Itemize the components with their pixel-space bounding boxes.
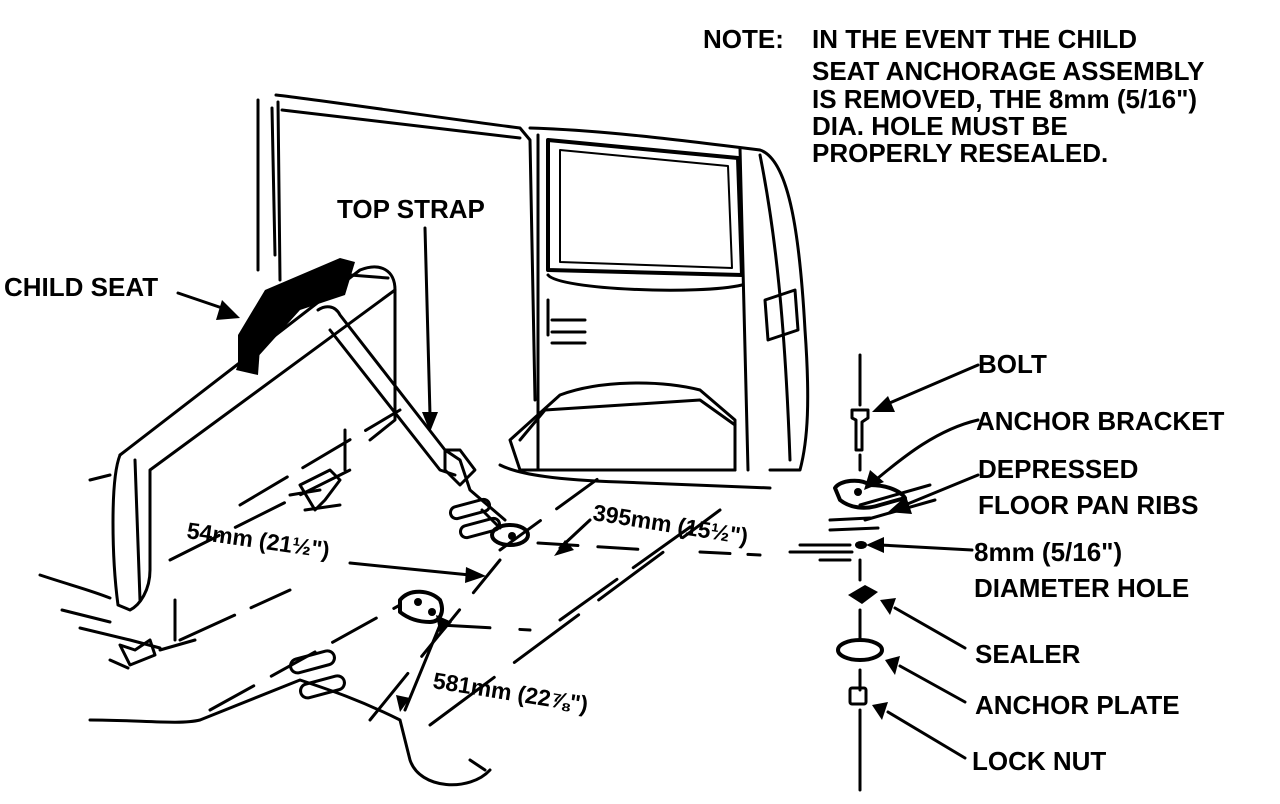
hole-icon [855, 541, 867, 549]
label-top-strap: TOP STRAP [337, 194, 485, 224]
note-prefix: NOTE: [703, 24, 784, 54]
sealer-icon [848, 585, 878, 604]
dimension-581mm: 581mm (22⅞") [431, 667, 590, 717]
label-depressed: DEPRESSED [978, 454, 1138, 484]
note-line-5: PROPERLY RESEALED. [812, 138, 1108, 168]
lock-nut-icon [848, 686, 868, 706]
label-anchor-plate: ANCHOR PLATE [975, 690, 1180, 720]
note-line-2: SEAT ANCHORAGE ASSEMBLY [812, 56, 1204, 86]
note-line-4: DIA. HOLE MUST BE [812, 111, 1068, 141]
dimension-lines [348, 518, 762, 712]
dimension-54mm: 54mm (21½") [185, 517, 331, 563]
label-hole-size: 8mm (5/16") [974, 537, 1122, 567]
label-floor-pan-ribs: FLOOR PAN RIBS [978, 490, 1199, 520]
label-child-seat: CHILD SEAT [4, 272, 158, 302]
child-seat-drawing [38, 258, 530, 670]
hardware-exploded-view [788, 353, 937, 792]
label-diameter-hole: DIAMETER HOLE [974, 573, 1189, 603]
label-anchor-bracket: ANCHOR BRACKET [976, 406, 1225, 436]
anchor-bracket-icon [833, 478, 907, 510]
label-bolt: BOLT [978, 349, 1047, 379]
leader-arrows [176, 226, 980, 760]
bolt-icon [850, 408, 870, 452]
label-sealer: SEALER [975, 639, 1081, 669]
anchor-plate-icon [836, 638, 884, 662]
note-line-1: IN THE EVENT THE CHILD [812, 24, 1137, 54]
note-line-3: IS REMOVED, THE 8mm (5/16") [812, 84, 1197, 114]
label-lock-nut: LOCK NUT [972, 746, 1106, 776]
